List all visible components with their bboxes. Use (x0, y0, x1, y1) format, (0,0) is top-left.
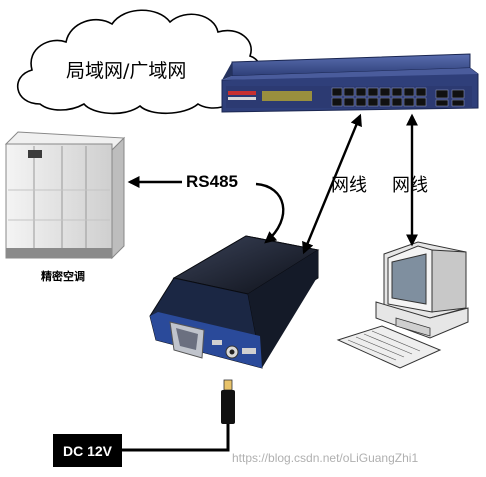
power-supply-label: DC 12V (53, 434, 122, 467)
network-cloud (16, 9, 262, 115)
switch-status-leds (262, 91, 312, 101)
ac-display-panel (28, 150, 42, 158)
db9-serial-port (169, 321, 205, 359)
network-cable-label-right: 网线 (392, 175, 428, 196)
power-plug (221, 379, 235, 424)
network-switch (221, 53, 479, 113)
serial-device-server (149, 235, 320, 369)
air-conditioner-label: 精密空调 (41, 270, 85, 283)
network-cable-label-left: 网线 (331, 175, 367, 196)
computer (336, 241, 469, 369)
rs485-arrow-to-device (255, 182, 285, 244)
network-cable-device (302, 113, 362, 255)
watermark-text: https://blog.csdn.net/oLiGuangZhi1 (232, 451, 419, 465)
precision-air-conditioner (4, 131, 126, 260)
cloud-label: 局域网/广域网 (66, 60, 187, 82)
connection-lines (122, 113, 418, 452)
switch-ports (331, 87, 465, 107)
power-cable (122, 424, 230, 452)
rs485-label: RS485 (186, 172, 238, 191)
keyboard (336, 325, 442, 369)
power-jack (225, 345, 239, 359)
